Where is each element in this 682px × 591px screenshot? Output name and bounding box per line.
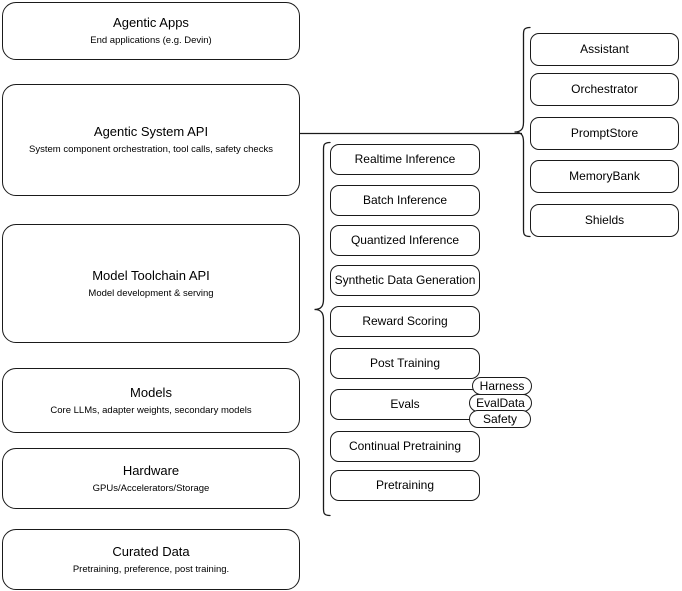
layer-subtitle: System component orchestration, tool cal… bbox=[29, 144, 273, 155]
component-shields[interactable]: Shields bbox=[530, 204, 679, 237]
layer-models[interactable]: Models Core LLMs, adapter weights, secon… bbox=[2, 368, 300, 433]
component-label: Continual Pretraining bbox=[348, 439, 462, 453]
component-label: Quantized Inference bbox=[350, 233, 460, 247]
component-orchestrator[interactable]: Orchestrator bbox=[530, 73, 679, 106]
component-synthetic-data-generation[interactable]: Synthetic Data Generation bbox=[330, 265, 480, 296]
component-label: Evals bbox=[390, 397, 420, 411]
component-realtime-inference[interactable]: Realtime Inference bbox=[330, 144, 480, 175]
component-label: Reward Scoring bbox=[362, 314, 448, 328]
component-label: Synthetic Data Generation bbox=[334, 273, 476, 287]
component-label: Batch Inference bbox=[362, 193, 448, 207]
component-label: Shields bbox=[584, 213, 625, 227]
layer-subtitle: Model development & serving bbox=[88, 287, 214, 299]
layer-title: Agentic System API bbox=[93, 124, 209, 139]
component-label: Realtime Inference bbox=[354, 152, 456, 166]
component-batch-inference[interactable]: Batch Inference bbox=[330, 185, 480, 216]
layer-model-toolchain-api[interactable]: Model Toolchain API Model development & … bbox=[2, 224, 300, 343]
component-assistant[interactable]: Assistant bbox=[530, 33, 679, 66]
component-label: Orchestrator bbox=[571, 82, 638, 96]
component-evals[interactable]: Evals bbox=[330, 389, 480, 420]
evals-sub-safety[interactable]: Safety bbox=[469, 410, 531, 428]
layer-subtitle: Core LLMs, adapter weights, secondary mo… bbox=[50, 404, 252, 416]
connector-agentic-system-api bbox=[300, 126, 524, 142]
layer-subtitle: GPUs/Accelerators/Storage bbox=[92, 482, 210, 494]
layer-agentic-apps[interactable]: Agentic Apps End applications (e.g. Devi… bbox=[2, 2, 300, 60]
layer-title: Model Toolchain API bbox=[92, 267, 210, 283]
layer-title: Curated Data bbox=[112, 543, 190, 559]
component-label: MemoryBank bbox=[569, 169, 640, 183]
brace-agentic-components bbox=[513, 26, 533, 238]
component-label: Post Training bbox=[369, 356, 441, 370]
layer-hardware[interactable]: Hardware GPUs/Accelerators/Storage bbox=[2, 448, 300, 509]
evals-sub-label: EvalData bbox=[476, 396, 525, 410]
evals-sub-harness[interactable]: Harness bbox=[472, 377, 532, 395]
component-promptstore[interactable]: PromptStore bbox=[530, 117, 679, 150]
component-label: Assistant bbox=[580, 42, 629, 56]
component-continual-pretraining[interactable]: Continual Pretraining bbox=[330, 431, 480, 462]
layer-title: Models bbox=[130, 384, 172, 400]
layer-subtitle: End applications (e.g. Devin) bbox=[90, 35, 212, 46]
layer-curated-data[interactable]: Curated Data Pretraining, preference, po… bbox=[2, 529, 300, 590]
evals-sub-label: Safety bbox=[482, 412, 518, 426]
component-quantized-inference[interactable]: Quantized Inference bbox=[330, 225, 480, 256]
layer-subtitle: Pretraining, preference, post training. bbox=[72, 563, 230, 575]
component-pretraining[interactable]: Pretraining bbox=[330, 470, 480, 501]
layer-agentic-system-api[interactable]: Agentic System API System component orch… bbox=[2, 84, 300, 196]
component-memorybank[interactable]: MemoryBank bbox=[530, 160, 679, 193]
layer-title: Agentic Apps bbox=[113, 15, 189, 30]
brace-toolchain-components bbox=[313, 141, 333, 517]
component-post-training[interactable]: Post Training bbox=[330, 348, 480, 379]
evals-sub-label: Harness bbox=[479, 379, 525, 393]
layer-title: Hardware bbox=[122, 462, 180, 478]
component-reward-scoring[interactable]: Reward Scoring bbox=[330, 306, 480, 337]
component-label: Pretraining bbox=[375, 478, 435, 492]
component-label: PromptStore bbox=[570, 126, 639, 140]
